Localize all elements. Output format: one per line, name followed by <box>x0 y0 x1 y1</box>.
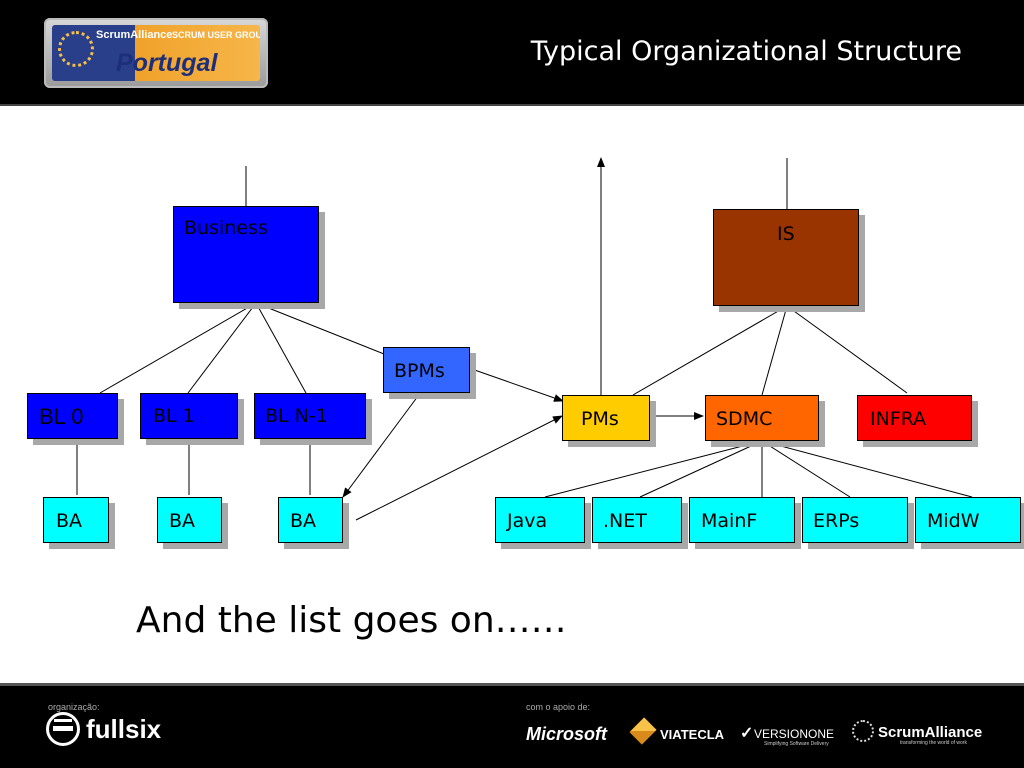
slide-title: Typical Organizational Structure <box>530 36 962 67</box>
line-sdmc-java <box>544 440 763 498</box>
net-box: .NET <box>592 497 682 543</box>
bpms-box: BPMs <box>383 347 470 393</box>
bln1-box: BL N-1 <box>254 393 366 439</box>
bln1-label: BL N-1 <box>265 405 328 427</box>
sdmc-label: SDMC <box>716 408 773 430</box>
erps-label: ERPs <box>813 510 860 532</box>
bl0-box: BL 0 <box>27 393 118 439</box>
pms-label: PMs <box>581 408 619 430</box>
logo-brand-text: ScrumAlliance <box>96 29 173 41</box>
microsoft-logo: Microsoft <box>526 724 607 744</box>
line-sdmc-midw <box>761 440 973 498</box>
scrumalliance-tagline: transforming the world of work <box>900 740 967 746</box>
erps-box: ERPs <box>802 497 908 543</box>
line-business-bln1 <box>255 302 307 394</box>
line-is-pms <box>632 305 788 396</box>
ba-label-2: BA <box>169 510 196 532</box>
footer-divider <box>0 683 1024 686</box>
mainf-label: MainF <box>701 510 758 532</box>
java-box: Java <box>495 497 585 543</box>
bl1-label: BL 1 <box>153 405 195 427</box>
is-label: IS <box>777 223 795 245</box>
ba-label-1: BA <box>56 510 83 532</box>
bl1-box: BL 1 <box>140 393 238 439</box>
line-sdmc-net <box>639 440 763 498</box>
ba-box-3: BA <box>278 497 343 543</box>
footnote-text: And the list goes on…… <box>136 600 567 641</box>
logo-badge: ScrumAlliance SCRUM USER GROUP Portugal <box>52 25 260 81</box>
pms-box: PMs <box>562 395 650 441</box>
versionone-tagline: Simplifying Software Delivery <box>764 741 829 747</box>
apoio-label: com o apoio de: <box>526 702 591 712</box>
arrow-ba-pms <box>355 415 563 521</box>
ba-label-3: BA <box>290 510 317 532</box>
line-business-bl1 <box>187 302 257 394</box>
arrow-bpms-pms <box>465 366 564 402</box>
line-business-bpms <box>255 302 385 355</box>
infra-label: INFRA <box>870 408 927 430</box>
viatecla-logo: VIATECLA <box>660 727 725 742</box>
business-box: Business <box>173 206 319 303</box>
logo-group-text: SCRUM USER GROUP <box>172 30 260 40</box>
ba-box-1: BA <box>43 497 109 543</box>
line-sdmc-erps <box>761 440 851 498</box>
is-box: IS <box>713 209 859 306</box>
versionone-check-icon: ✓ <box>740 725 754 742</box>
logo-country-text: Portugal <box>116 49 218 77</box>
versionone-logo: VERSIONONE <box>754 727 835 741</box>
midw-box: MidW <box>915 497 1021 543</box>
sdmc-box: SDMC <box>705 395 819 441</box>
business-label: Business <box>184 217 268 239</box>
mainf-box: MainF <box>689 497 795 543</box>
logo-ring-icon <box>58 31 94 67</box>
line-is-infra <box>786 305 908 394</box>
ba-box-2: BA <box>157 497 222 543</box>
header-divider <box>0 104 1024 106</box>
fullsix-wordmark: fullsix <box>86 714 162 744</box>
midw-label: MidW <box>927 510 980 532</box>
infra-box: INFRA <box>857 395 972 441</box>
scrumalliance-ring-icon <box>852 720 874 742</box>
scrumalliance-footer-logo: ScrumAlliance <box>878 724 983 741</box>
line-business-bl0 <box>99 302 257 394</box>
arrow-bpms-ba <box>342 391 422 498</box>
fullsix-logo-icon <box>46 712 80 746</box>
bl0-label: BL 0 <box>39 404 84 429</box>
line-is-sdmc <box>761 305 788 396</box>
scrum-user-group-portugal-logo: ScrumAlliance SCRUM USER GROUP Portugal <box>44 18 268 88</box>
java-label: Java <box>507 510 548 532</box>
net-label: .NET <box>603 510 647 532</box>
bpms-label: BPMs <box>394 360 445 382</box>
organizacao-label: organização: <box>48 702 100 712</box>
